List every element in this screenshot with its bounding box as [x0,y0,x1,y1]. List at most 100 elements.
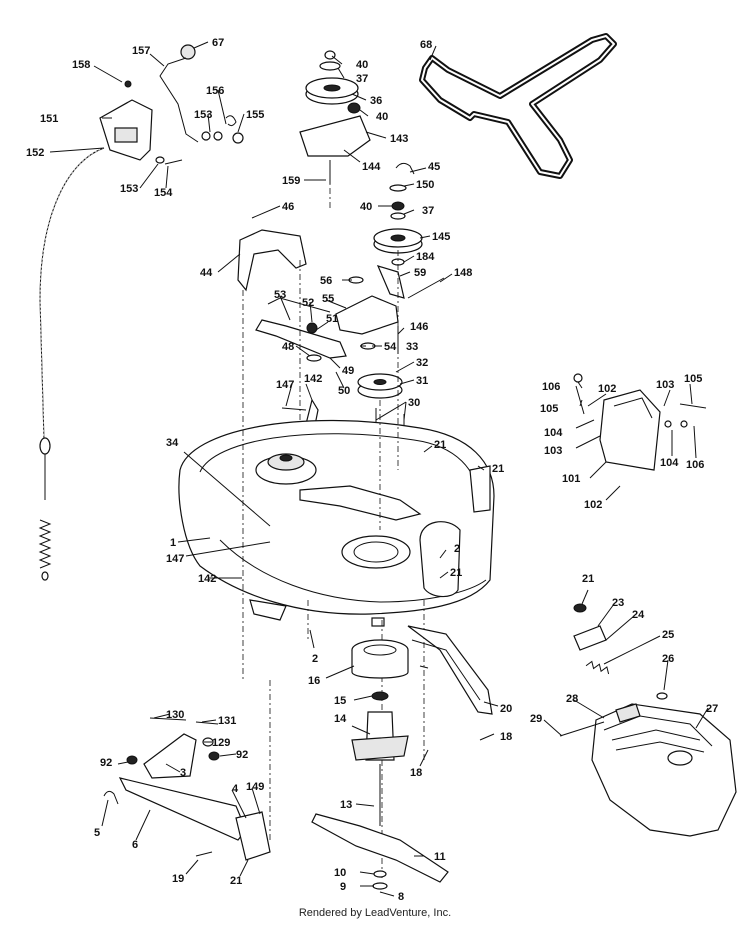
callout-105: 105 [540,403,558,415]
callout-151: 151 [40,113,58,125]
callout-129: 129 [212,737,230,749]
callout-144: 144 [362,161,381,173]
idler-pulley-assembly [299,50,371,184]
callout-23: 23 [612,597,624,609]
callout-18: 18 [500,731,512,743]
callout-9: 9 [340,881,346,893]
callout-4: 4 [232,783,239,795]
callout-5: 5 [94,827,100,839]
callout-54: 54 [384,341,397,353]
callout-14: 14 [334,713,347,725]
callout-2: 2 [454,543,460,555]
callout-8: 8 [398,891,404,903]
callout-32: 32 [416,357,428,369]
callout-37: 37 [356,73,368,85]
callout-18: 18 [410,767,422,779]
callout-52: 52 [302,297,314,309]
callout-labels: 1 2 2 3 4 5 6 8 9 10 11 13 14 15 16 18 1… [26,37,718,903]
callout-51: 51 [326,313,338,325]
right-pulley-stack [373,162,423,266]
callout-40: 40 [376,111,388,123]
callout-92: 92 [236,749,248,761]
callout-33: 33 [406,341,418,353]
callout-150: 150 [416,179,434,191]
callout-92: 92 [100,757,112,769]
callout-50: 50 [338,385,350,397]
callout-142: 142 [304,373,322,385]
callout-145: 145 [432,231,450,243]
mulch-plug [573,373,707,471]
callout-103: 103 [544,445,562,457]
callout-28: 28 [566,693,578,705]
callout-149: 149 [246,781,264,793]
callout-158: 158 [72,59,90,71]
callout-106: 106 [686,459,704,471]
callout-184: 184 [416,251,435,263]
callout-24: 24 [632,609,645,621]
mower-deck [178,419,495,627]
callout-20: 20 [500,703,512,715]
callout-143: 143 [390,133,408,145]
callout-49: 49 [342,365,354,377]
deflector-hardware [573,603,668,700]
callout-147: 147 [276,379,294,391]
callout-40: 40 [356,59,368,71]
callout-55: 55 [322,293,334,305]
callout-11: 11 [434,851,446,863]
callout-36: 36 [370,95,382,107]
callout-102: 102 [584,499,602,511]
callout-29: 29 [530,713,542,725]
callout-45: 45 [428,161,440,173]
callout-13: 13 [340,799,352,811]
callout-25: 25 [662,629,674,641]
callout-56: 56 [320,275,332,287]
footer-credit: Rendered by LeadVenture, Inc. [298,907,452,919]
callout-31: 31 [416,375,428,387]
callout-16: 16 [308,675,320,687]
callout-153: 153 [194,109,212,121]
callout-10: 10 [334,867,346,879]
belt-cover [237,229,307,292]
callout-104: 104 [544,427,563,439]
height-adjust-cable [38,147,105,581]
callout-21: 21 [230,875,242,887]
callout-2: 2 [312,653,318,665]
callout-104: 104 [660,457,679,469]
callout-21: 21 [450,567,462,579]
callout-130: 130 [166,709,184,721]
callout-153: 153 [120,183,138,195]
callout-67: 67 [212,37,224,49]
idler-arm-assembly [255,265,445,442]
callout-156: 156 [206,85,224,97]
callout-40: 40 [360,201,372,213]
callout-21: 21 [582,573,594,585]
callout-142: 142 [198,573,216,585]
callout-48: 48 [282,341,294,353]
callout-146: 146 [410,321,428,333]
callout-147: 147 [166,553,184,565]
lift-lever-assembly [99,44,244,165]
callout-59: 59 [414,267,426,279]
callout-19: 19 [172,873,184,885]
callout-157: 157 [132,45,150,57]
front-hanger [407,625,493,715]
leader-lines [49,41,709,897]
spindle-assembly [311,639,449,890]
callout-68: 68 [420,39,432,51]
callout-155: 155 [246,109,264,121]
lift-links [103,717,271,861]
callout-37: 37 [422,205,434,217]
callout-21: 21 [492,463,504,475]
callout-105: 105 [684,373,702,385]
callout-6: 6 [132,839,138,851]
callout-30: 30 [408,397,420,409]
drive-belt [419,33,617,179]
callout-26: 26 [662,653,674,665]
callout-53: 53 [274,289,286,301]
callout-1: 1 [170,537,176,549]
callout-101: 101 [562,473,580,485]
callout-154: 154 [154,187,173,199]
callout-152: 152 [26,147,44,159]
callout-46: 46 [282,201,294,213]
